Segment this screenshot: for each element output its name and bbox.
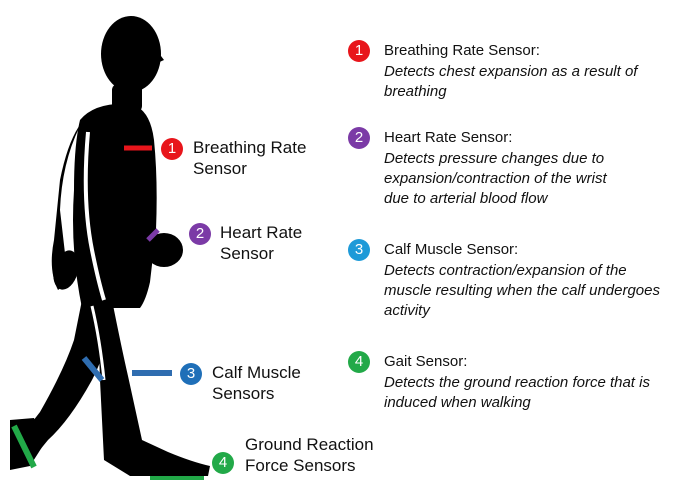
legend-desc-line: activity — [384, 301, 684, 321]
callout-heart-line2: Sensor — [220, 243, 302, 264]
legend-desc-line: Detects the ground reaction force that i… — [384, 373, 684, 393]
legend-desc-line: due to arterial blood flow — [384, 189, 684, 209]
callout-calf-line2: Sensors — [212, 383, 301, 404]
silhouette-body — [10, 16, 210, 476]
callout-breathing-line2: Sensor — [193, 158, 306, 179]
callout-ground-line1: Ground Reaction — [245, 434, 374, 455]
legend-desc-line: muscle resulting when the calf undergoes — [384, 281, 684, 301]
callout-ground-line2: Force Sensors — [245, 455, 374, 476]
callout-label-ground: Ground Reaction Force Sensors — [245, 434, 374, 476]
legend-desc-calf: Detects contraction/expansion of the mus… — [384, 261, 684, 321]
legend-desc-line: expansion/contraction of the wrist — [384, 169, 684, 189]
legend-title-gait: Gait Sensor: — [384, 352, 467, 371]
legend-desc-line: Detects contraction/expansion of the — [384, 261, 684, 281]
legend-title-calf: Calf Muscle Sensor: — [384, 240, 518, 259]
callout-label-calf: Calf Muscle Sensors — [212, 362, 301, 404]
legend-desc-line: Detects chest expansion as a result of — [384, 62, 684, 82]
callout-badge-3: 3 — [180, 363, 202, 385]
legend-title-heart: Heart Rate Sensor: — [384, 128, 512, 147]
callout-badge-4: 4 — [212, 452, 234, 474]
legend-title-breathing: Breathing Rate Sensor: — [384, 41, 540, 60]
callout-label-heart: Heart Rate Sensor — [220, 222, 302, 264]
legend-badge-4: 4 — [348, 351, 370, 373]
legend-badge-2: 2 — [348, 127, 370, 149]
callout-breathing-line1: Breathing Rate — [193, 137, 306, 158]
callout-badge-1: 1 — [161, 138, 183, 160]
callout-heart-line1: Heart Rate — [220, 222, 302, 243]
callout-badge-2: 2 — [189, 223, 211, 245]
legend-desc-line: Detects pressure changes due to — [384, 149, 684, 169]
legend-badge-3: 3 — [348, 239, 370, 261]
legend-badge-1: 1 — [348, 40, 370, 62]
legend-desc-line: induced when walking — [384, 393, 684, 413]
callout-calf-line1: Calf Muscle — [212, 362, 301, 383]
legend-desc-line: breathing — [384, 82, 684, 102]
legend-desc-breathing: Detects chest expansion as a result of b… — [384, 62, 684, 102]
legend-desc-heart: Detects pressure changes due to expansio… — [384, 149, 684, 209]
callout-label-breathing: Breathing Rate Sensor — [193, 137, 306, 179]
legend-desc-gait: Detects the ground reaction force that i… — [384, 373, 684, 413]
